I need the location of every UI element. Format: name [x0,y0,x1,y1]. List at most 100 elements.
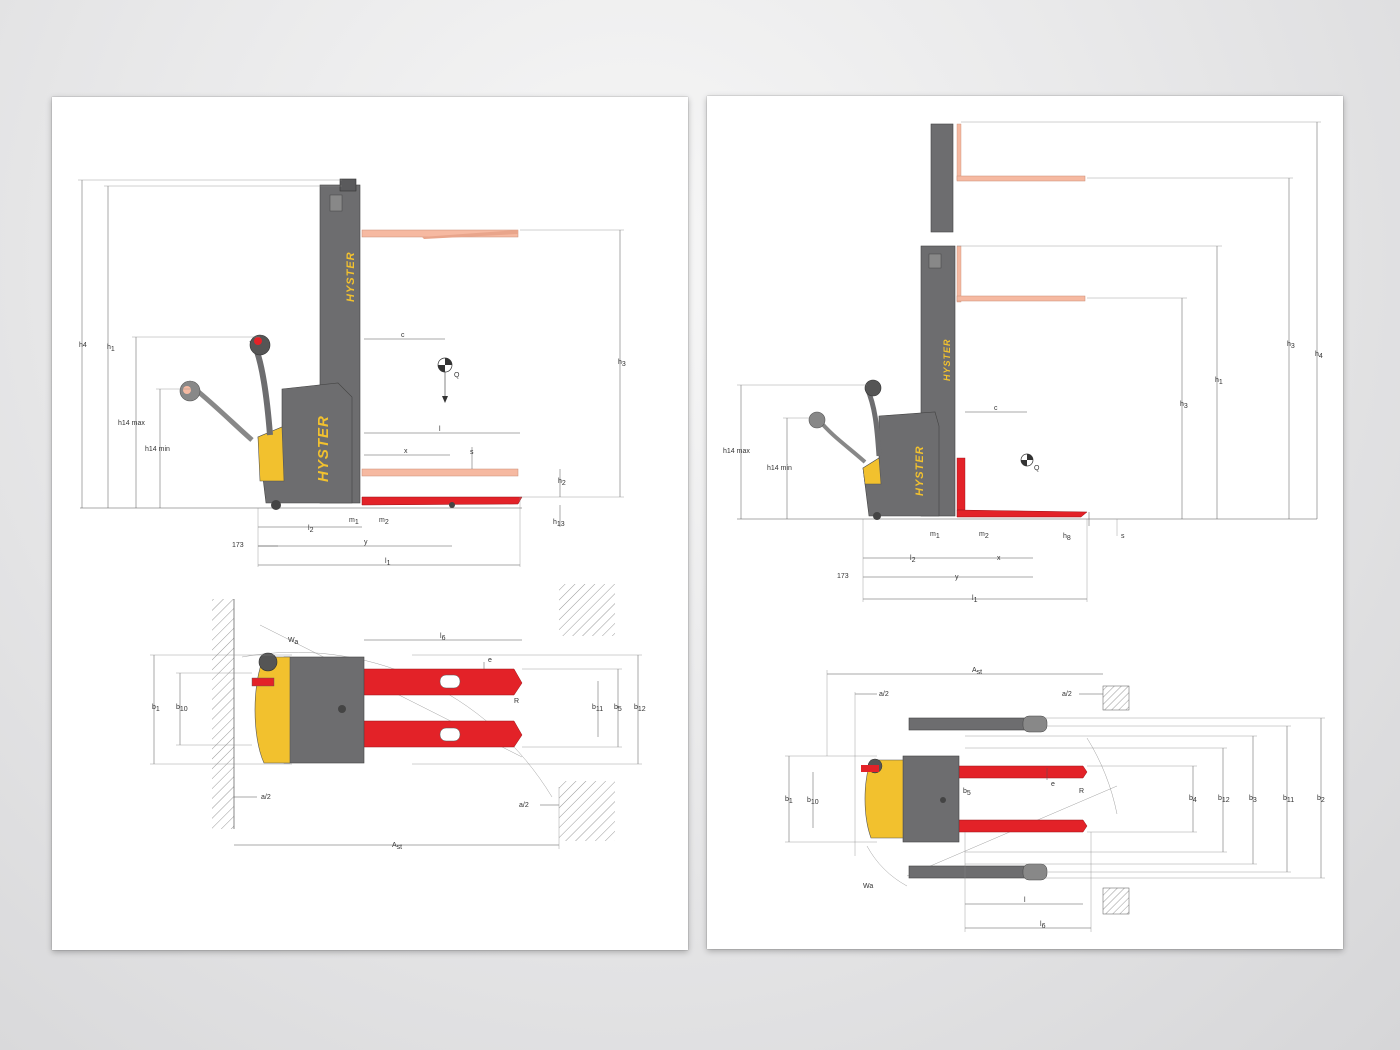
label-l: l [439,426,441,433]
right-tiller-head-lowered [808,411,826,429]
label-h14-max: h14 max [118,420,145,427]
svg-text:m1: m1 [930,531,940,540]
mid-fork [361,468,519,477]
label-y: y [364,539,368,546]
right-top-fork-upper [956,765,1088,779]
right-label-c: c [994,405,998,412]
label-a2-left: a/2 [261,794,271,801]
right-mid-fork [956,295,1086,302]
label-h2: h [558,478,562,485]
right-label-x: x [997,555,1001,562]
right-label-a2-left: a/2 [879,691,889,698]
svg-text:b4: b4 [1189,795,1197,804]
label-s: s [470,449,474,456]
svg-text:l1: l1 [385,558,391,567]
svg-text:m1: m1 [349,517,359,526]
outrigger-lower [908,865,1038,879]
label-b5: b [614,704,618,711]
right-top-fork-lower [956,819,1088,833]
right-label-h3: h [1180,401,1184,408]
right-body-brand: HYSTER [914,445,926,496]
right-label-b4: b [1189,795,1193,802]
label-l1: l [385,558,387,565]
label-l2: l [308,525,310,532]
svg-text:b3: b3 [1249,795,1257,804]
label-R: R [514,698,519,705]
left-sheet-svg: HYSTER HYSTER Q h4 h1 h14 max [78,178,646,851]
svg-text:b5: b5 [614,704,622,713]
top-chassis [283,656,365,764]
right-label-h1: h [1215,377,1219,384]
svg-text:b12: b12 [634,704,646,713]
right-label-b10: b [807,797,811,804]
right-lowered-fork [956,509,1088,518]
right-rack-bottom [1102,887,1130,915]
extended-mast [930,123,954,233]
right-label-b2: b [1317,795,1321,802]
right-label-l1: l [972,595,974,602]
right-side-view: HYSTER HYSTER Q h14 max h14 min h3 h1 [723,121,1323,604]
label-h3: h [618,359,622,366]
svg-text:Ast: Ast [972,667,982,676]
label-l6: l [440,633,442,640]
svg-text:l6: l6 [1040,921,1046,930]
svg-text:b10: b10 [807,797,819,806]
right-label-b3: b [1249,795,1253,802]
right-label-b5: b [963,788,967,795]
lowered-fork [361,496,523,506]
svg-text:b5: b5 [963,788,971,797]
right-label-y: y [955,574,959,581]
svg-text:h3: h3 [1180,401,1188,410]
label-a2-right: a/2 [519,802,529,809]
label-m2: m [379,517,385,524]
svg-text:h1: h1 [1215,377,1223,386]
right-label-R: R [1079,788,1084,795]
right-label-173: 173 [837,573,849,580]
right-label-e: e [1051,781,1055,788]
right-drawing-sheet: HYSTER HYSTER Q h14 max h14 min h3 h1 [707,96,1343,949]
right-label-Wa: Wa [863,883,873,890]
left-top-view: b1 b10 b11 b5 b12 l6 Wa e R a/2 a/2 Ast [150,584,646,851]
svg-text:l2: l2 [308,525,314,534]
right-label-h8: h [1063,533,1067,540]
svg-text:b11: b11 [592,704,603,713]
label-b1: b [152,704,156,711]
svg-text:h3: h3 [618,359,626,368]
svg-text:b12: b12 [1218,795,1230,804]
body-brand: HYSTER [315,415,332,482]
right-label-l6: l [1040,921,1042,928]
left-side-view: HYSTER HYSTER Q h4 h1 h14 max [78,178,626,567]
svg-text:h13: h13 [553,519,565,528]
truck-yellow-panel [257,426,285,482]
svg-text:b2: b2 [1317,795,1325,804]
right-label-b12: b [1218,795,1222,802]
svg-text:h3: h3 [1287,341,1295,350]
mast-brand: HYSTER [345,251,357,302]
svg-text:b1: b1 [152,704,160,713]
right-label-b1: b [785,796,789,803]
svg-text:b10: b10 [176,704,188,713]
right-mast-brand: HYSTER [942,338,952,381]
svg-text:h1: h1 [107,344,115,353]
right-top-view: b1 b10 b5 Ast a/2 a/2 b4 b12 b3 b11 b2 [785,667,1325,932]
svg-text:h4: h4 [1315,351,1323,360]
right-rack-top [1102,685,1130,711]
label-h13: h [553,519,557,526]
svg-text:Ast: Ast [392,842,402,851]
label-b12: b [634,704,638,711]
svg-text:l6: l6 [440,633,446,642]
top-tiller-head [258,652,278,672]
tiller-arm-lowered [193,387,254,442]
svg-text:Wa: Wa [288,637,298,646]
svg-text:h8: h8 [1063,533,1071,542]
svg-text:h2: h2 [558,478,566,487]
label-h1: h [107,344,111,351]
label-x: x [404,448,408,455]
svg-text:m2: m2 [979,531,989,540]
outrigger-upper [908,717,1038,731]
right-label-a2-right: a/2 [1062,691,1072,698]
right-label-s: s [1121,533,1125,540]
right-label-b11: b [1283,795,1287,802]
right-label-l: l [1024,897,1026,904]
label-c: c [401,332,405,339]
